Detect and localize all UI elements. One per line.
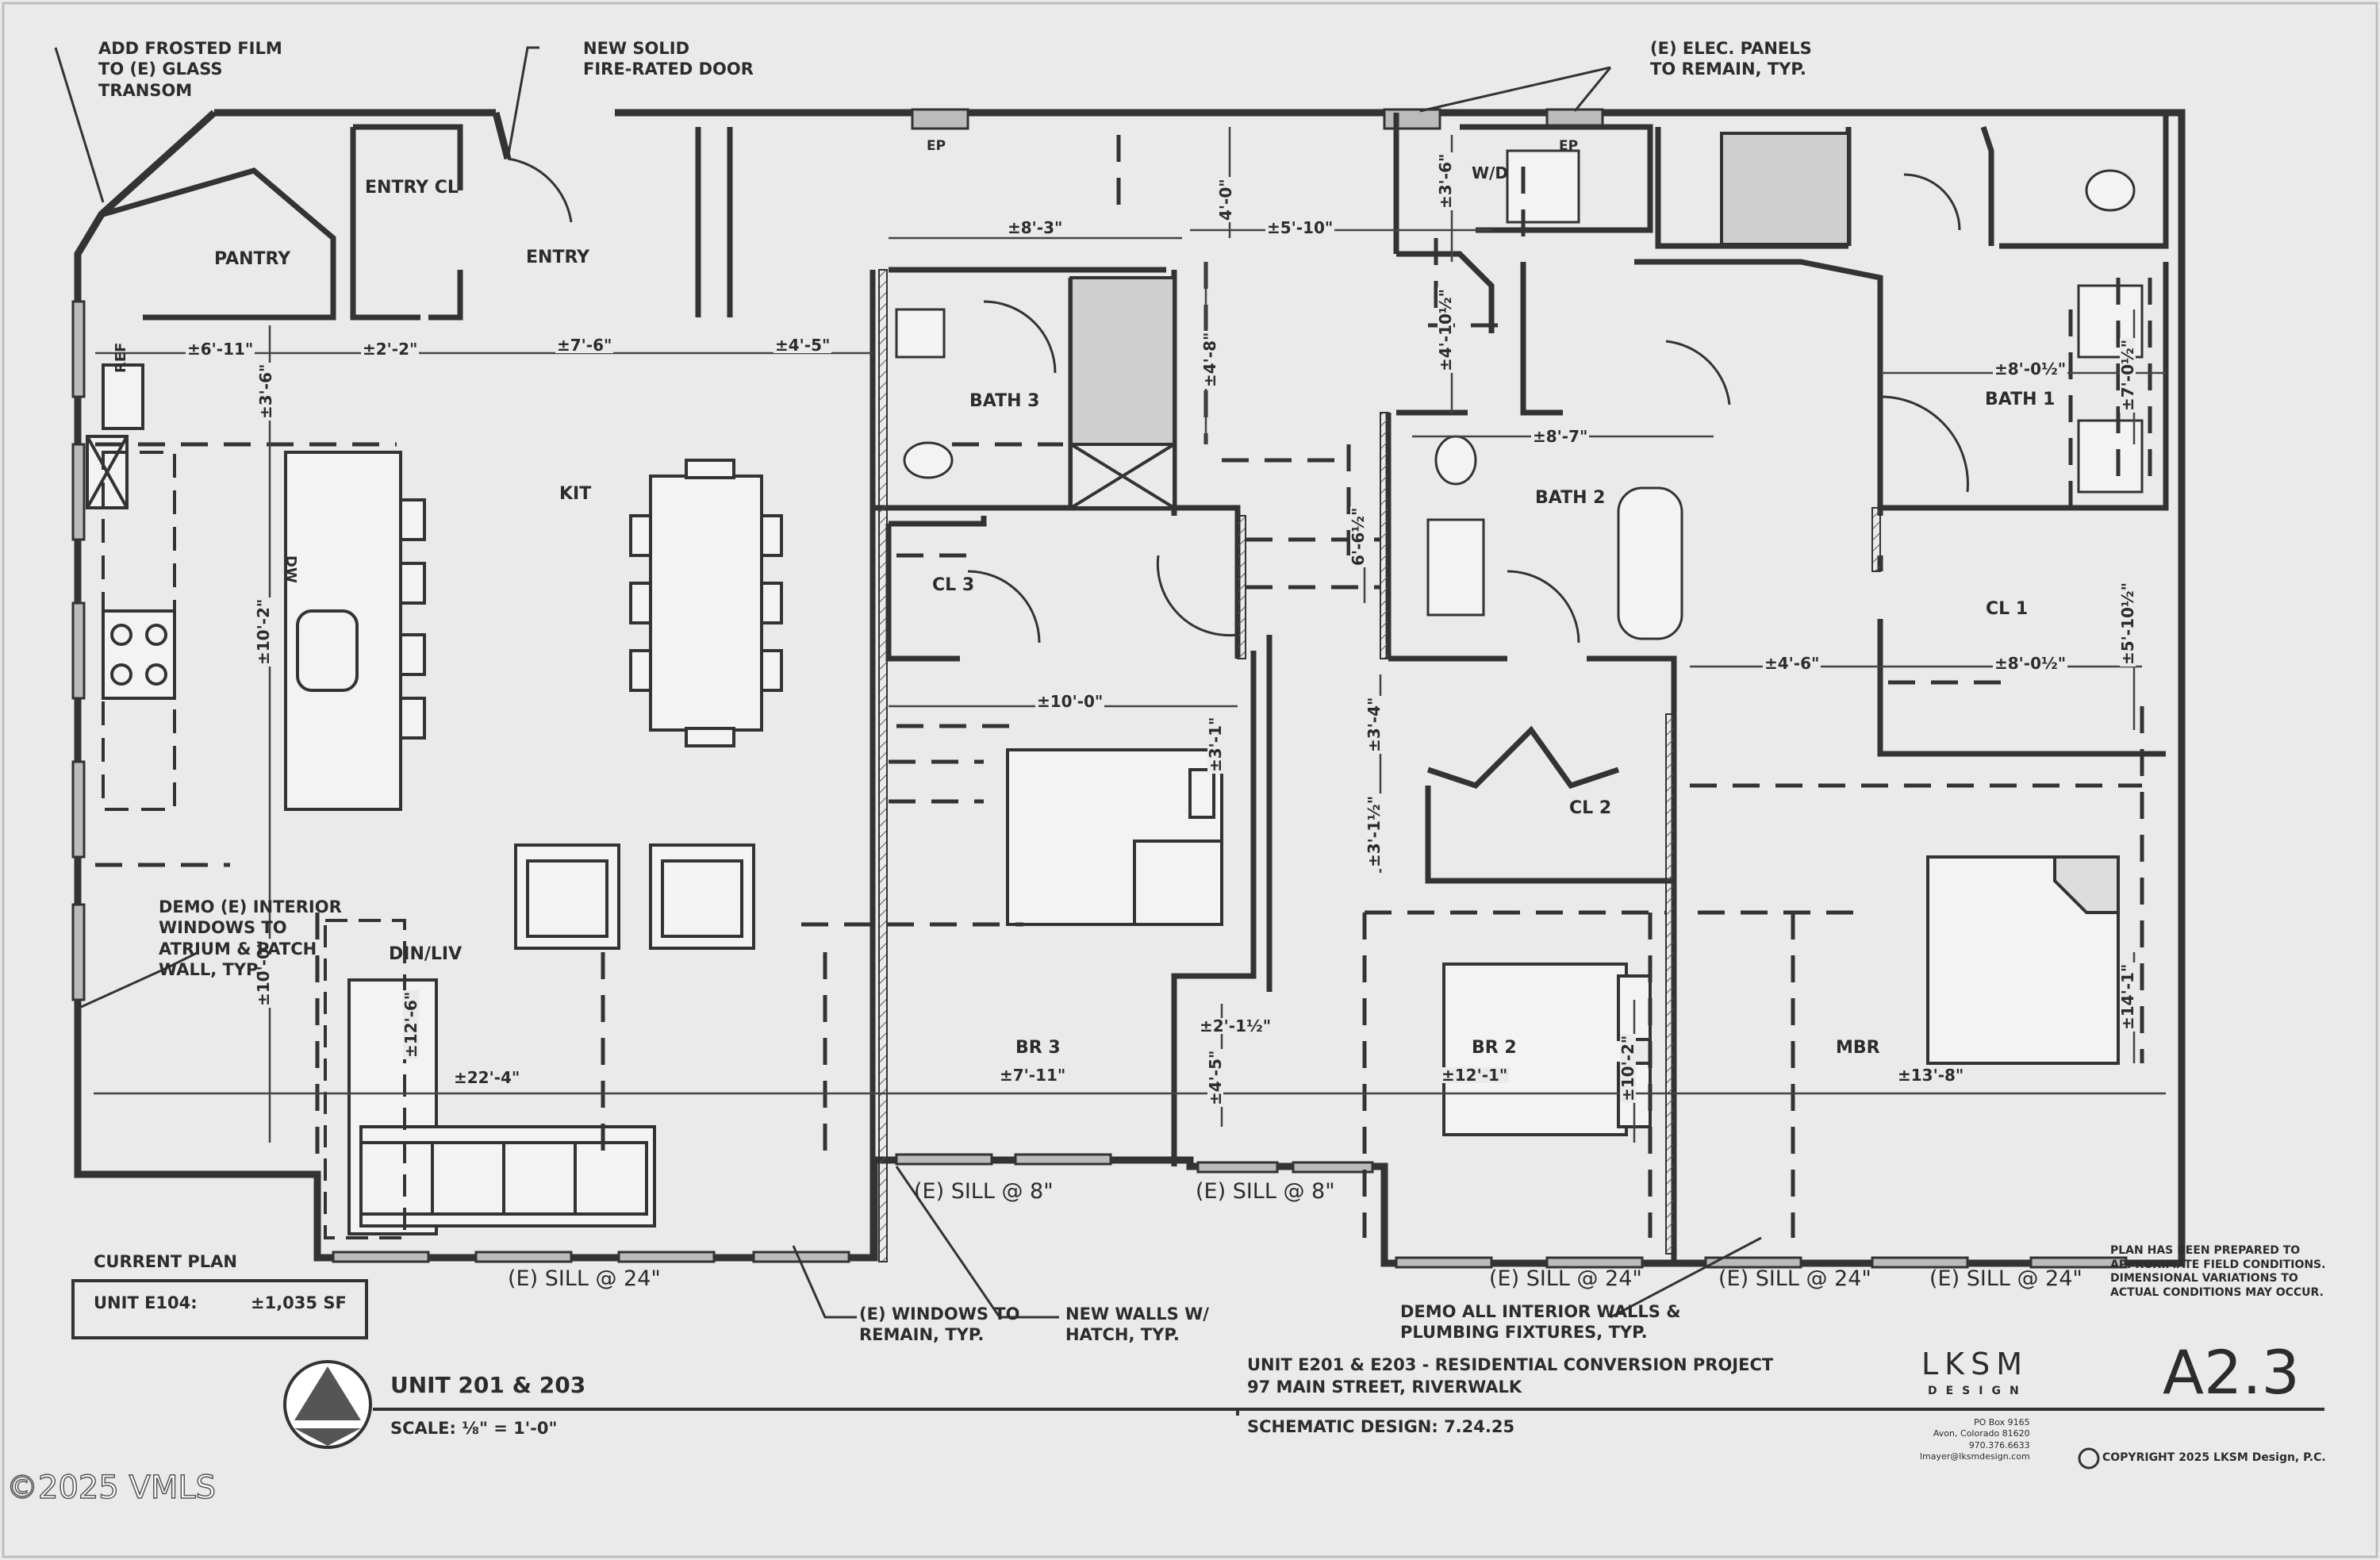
note-demo-interior-windows: DEMO (E) INTERIOR WINDOWS TO ATRIUM & PA… [159, 897, 342, 979]
dashed-demo-walls [95, 135, 2152, 1238]
room-label-bedroom-2: BR 2 [1472, 1038, 1517, 1058]
room-label-pantry: PANTRY [214, 249, 291, 269]
room-label-bath-3: BATH 3 [969, 391, 1040, 411]
sill-label: (E) SILL @ 24" [1718, 1266, 1871, 1291]
dimension-label: ±8'-0½" [1993, 654, 2068, 673]
door-swings [507, 157, 1969, 644]
firm-logo-subtitle: DESIGN [1928, 1385, 2028, 1397]
copyright-symbol-icon [2078, 1447, 2100, 1470]
north-arrow [283, 1360, 372, 1449]
kitchen-appliances [86, 363, 402, 811]
title-block-lines [373, 1408, 2324, 1416]
dining-table [399, 459, 783, 747]
schematic-design-date: SCHEMATIC DESIGN: 7.24.25 [1247, 1417, 1515, 1436]
dimension-label: ±14'-1" [2118, 962, 2137, 1032]
sill-label: (E) SILL @ 8" [1196, 1179, 1335, 1204]
room-label-kitchen: KIT [559, 484, 592, 504]
dimension-label: ±3'-1" [1206, 715, 1225, 774]
note-demo-interior-walls: DEMO ALL INTERIOR WALLS & PLUMBING FIXTU… [1400, 1302, 1681, 1343]
note-fire-rated-door: NEW SOLID FIRE-RATED DOOR [583, 39, 754, 79]
dimension-label: ±10'-2" [1618, 1033, 1637, 1103]
sill-label: (E) SILL @ 24" [1489, 1266, 1642, 1291]
current-plan-unit: UNIT E104: [94, 1293, 198, 1312]
hatched-new-walls [878, 269, 1881, 1262]
sill-label: (E) SILL @ 24" [1929, 1266, 2082, 1291]
room-label-dining-living: DIN/LIV [389, 944, 463, 964]
room-label-refrigerator: REF [113, 342, 129, 373]
sill-label: (E) SILL @ 8" [914, 1179, 1054, 1204]
room-label-dishwasher: DW [282, 555, 299, 583]
dimension-label: ±8'-0½" [1993, 359, 2068, 378]
dimension-label: ±6'-11" [186, 340, 255, 359]
dimension-label: 6'-6½" [1349, 505, 1368, 567]
leader-lines [54, 46, 1762, 1319]
dimension-label: ±4'-5" [1206, 1048, 1225, 1107]
dimension-label: ±4'-8" [1200, 330, 1219, 389]
dimension-label: ±3'-6" [256, 362, 275, 421]
firm-logo: LKSM [1921, 1347, 2029, 1381]
dimension-label: ±13'-8" [1896, 1066, 1966, 1085]
dimension-label: ±4'-6" [1763, 654, 1821, 673]
current-plan-box [71, 1279, 368, 1339]
dimension-label: ±4'-5" [774, 336, 832, 355]
room-label-entry-closet: ENTRY CL [365, 178, 459, 198]
project-address: 97 MAIN STREET, RIVERWALK [1247, 1377, 1522, 1397]
room-label-closet-3: CL 3 [932, 575, 975, 595]
dimension-label: ±12'-6" [401, 989, 420, 1059]
dimension-label: ±10'-2" [254, 597, 273, 667]
dimension-label: ±8'-7" [1531, 427, 1590, 446]
dimension-label: ±3'-6" [1436, 152, 1455, 210]
dimension-label: ±7'-11" [998, 1066, 1068, 1085]
firm-address: PO Box 9165 Avon, Colorado 81620 970.376… [1920, 1417, 2030, 1462]
dimension-label: ±7'-0½" [2118, 337, 2137, 413]
note-new-walls-hatch: NEW WALLS W/ HATCH, TYP. [1065, 1304, 1209, 1345]
room-label-washer-dryer: W/D [1472, 163, 1508, 183]
window-strips [71, 108, 2128, 1269]
note-windows-remain: (E) WINDOWS TO REMAIN, TYP. [859, 1304, 1020, 1345]
note-field-conditions-disclaimer: PLAN HAS BEEN PREPARED TO APPROXIMATE FI… [2110, 1244, 2326, 1299]
dimension-label: ±3'-4" [1365, 695, 1384, 754]
dimension-label: ±3'-1½" [1365, 793, 1384, 869]
mls-watermark: ©2025 VMLS [6, 1470, 217, 1506]
project-name: UNIT E201 & E203 - RESIDENTIAL CONVERSIO… [1247, 1355, 1774, 1374]
label-electrical-panel-right: EP [1559, 138, 1579, 154]
room-label-master-bedroom: MBR [1836, 1038, 1880, 1058]
dimension-label: ±22'-4" [452, 1068, 522, 1087]
dimension-label: ±10'-0" [1035, 692, 1105, 711]
room-label-closet-1: CL 1 [1986, 599, 2029, 619]
current-plan-area: ±1,035 SF [251, 1293, 347, 1312]
beds [1006, 748, 2120, 1136]
note-electrical-panels: (E) ELEC. PANELS TO REMAIN, TYP. [1650, 39, 1812, 79]
dimension-label: ±7'-6" [555, 336, 614, 355]
dimension-label: ±5'-10½" [2118, 580, 2137, 667]
dimension-label: ±12'-1" [1440, 1066, 1510, 1085]
label-electrical-panel-left: EP [927, 138, 946, 154]
dimension-label: ±8'-3" [1006, 218, 1065, 237]
sill-label: (E) SILL @ 24" [508, 1266, 661, 1291]
room-label-bath-1: BATH 1 [1985, 390, 2056, 409]
sheet-number: A2.3 [2163, 1337, 2300, 1408]
fixtures [895, 149, 2144, 640]
dimension-label: ±4'-10½" [1436, 286, 1455, 373]
unit-title: UNIT 201 & 203 [390, 1372, 586, 1398]
dimension-label: ±2'-2" [361, 340, 420, 359]
room-label-bath-2: BATH 2 [1535, 488, 1606, 508]
shower-stall [1069, 132, 1850, 509]
room-label-entry: ENTRY [526, 248, 590, 267]
dimension-label: 4'-0" [1216, 177, 1235, 222]
dimension-label: ±5'-10" [1265, 218, 1335, 237]
dimension-label: ±2'-1½" [1198, 1016, 1273, 1036]
note-frosted-film: ADD FROSTED FILM TO (E) GLASS TRANSOM [98, 39, 282, 100]
living-furniture [324, 843, 755, 1239]
drawing-scale: SCALE: ⅛" = 1'-0" [390, 1419, 558, 1438]
current-plan-heading: CURRENT PLAN [94, 1252, 237, 1271]
copyright-notice: COPYRIGHT 2025 LKSM Design, P.C. [2102, 1451, 2326, 1464]
room-label-bedroom-3: BR 3 [1015, 1038, 1061, 1058]
room-label-closet-2: CL 2 [1569, 798, 1612, 818]
